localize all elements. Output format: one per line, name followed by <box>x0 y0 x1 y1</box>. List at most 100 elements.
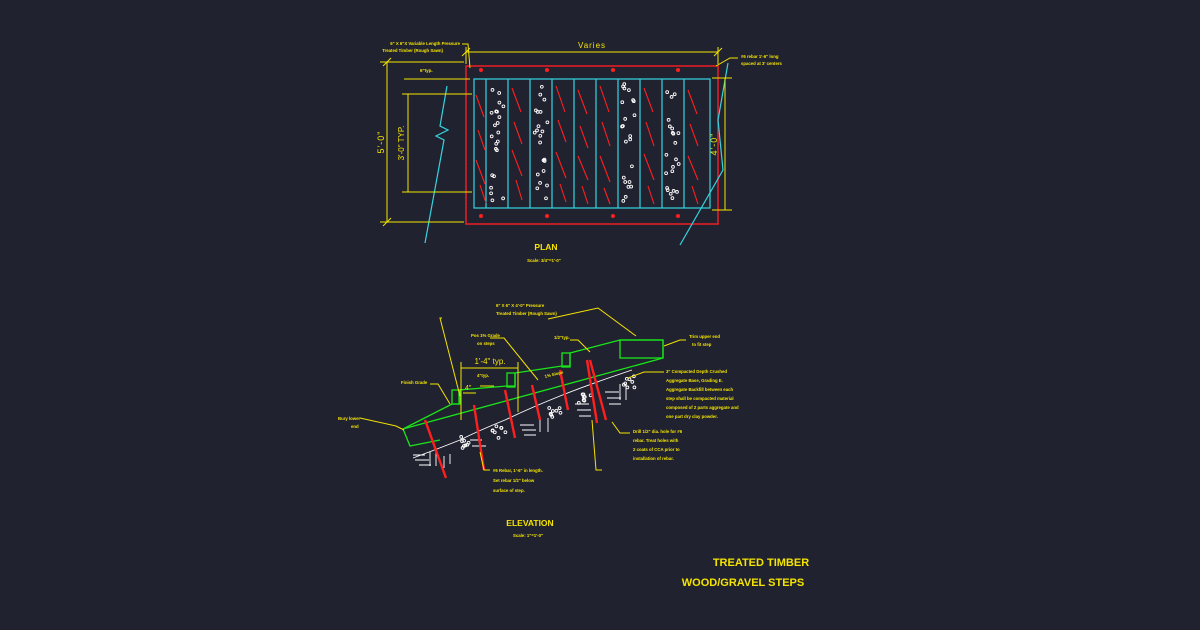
gravel-dot <box>582 398 587 403</box>
plan-step-dividers <box>485 79 685 208</box>
elevation-rebar <box>423 359 608 479</box>
title-block: TREATED TIMBER WOOD/GRAVEL STEPS <box>682 557 809 589</box>
elev-note-grade-2: on steps <box>477 341 495 346</box>
gravel-dot <box>630 164 634 169</box>
gravel-dot <box>496 436 501 440</box>
plan-inner-frame <box>473 78 711 209</box>
elev-note-bury-1: Bury lower <box>338 416 361 421</box>
gravel-dot <box>623 180 628 184</box>
gravel-dot <box>625 385 630 390</box>
gravel-dot <box>489 185 493 190</box>
elev-note-rebar-1: #6 Rebar, 1'-6" in length. <box>493 468 543 473</box>
elev-note-slope: 1% Slope <box>544 369 564 379</box>
gravel-dot <box>535 110 540 114</box>
gravel-dot <box>673 141 678 145</box>
elev-note-rebar-3: surface of step. <box>493 488 525 493</box>
plan-break-lines <box>424 62 729 246</box>
gravel-dot <box>668 191 673 196</box>
gravel-dot <box>665 186 669 190</box>
gravel-dot <box>628 137 633 142</box>
plan-dimensions <box>380 43 738 227</box>
elev-note-agg-4: step shall be compacted material <box>666 396 734 401</box>
gravel-dot <box>676 162 681 166</box>
gravel-dot <box>632 385 637 390</box>
gravel-dot <box>665 188 670 192</box>
gravel-dot <box>493 123 497 128</box>
gravel-dot <box>674 157 678 162</box>
gravel-dot <box>538 92 543 97</box>
plan-note-timber-1: 6" X 6"X Variable Length Pressure <box>390 41 460 46</box>
gravel-dot <box>622 82 627 86</box>
gravel-dot <box>489 110 494 115</box>
gravel-dot <box>621 124 625 128</box>
gravel-dot <box>462 438 466 443</box>
elev-note-trim-2: to fit step <box>692 342 712 347</box>
gravel-dot <box>495 121 500 125</box>
gravel-dot <box>490 428 495 433</box>
gravel-dot <box>463 443 468 448</box>
gravel-dot <box>542 157 547 162</box>
plan-note-rebar-1: #6 rebar 1'-6" long <box>741 54 779 59</box>
gravel-dot <box>535 186 540 191</box>
gravel-dot <box>675 190 679 194</box>
elev-note-trim-1: Trim upper end <box>689 334 720 339</box>
gravel-dot <box>670 169 675 174</box>
plan-view: Varies 5'-0" 3'-0" TYP. 4'-0" 6"typ. 6" … <box>376 41 783 263</box>
gravel-dot <box>620 100 625 105</box>
gravel-dot <box>623 117 628 121</box>
gravel-dot <box>576 401 581 405</box>
elev-note-drill: Drill 1/2" dia. hole for #6 rebar. Treat… <box>633 429 683 461</box>
elev-note-drill-1: Drill 1/2" dia. hole for #6 <box>633 429 683 434</box>
gravel-dot <box>501 196 505 201</box>
gravel-dot <box>670 126 675 131</box>
gravel-dot <box>499 426 504 430</box>
gravel-dot <box>544 196 548 201</box>
plan-note-timber-2: Treated Timber (Rough Sawn) <box>382 48 443 53</box>
title-line-2: WOOD/GRAVEL STEPS <box>682 577 804 589</box>
gravel-dot <box>630 380 635 384</box>
gravel-dot <box>581 394 586 399</box>
gravel-dot <box>557 406 562 410</box>
plan-rebar-markers <box>479 68 680 218</box>
gravel-dot <box>624 139 628 144</box>
gravel-dot <box>541 169 546 173</box>
gravel-dot <box>624 376 629 381</box>
gravel-dot <box>664 152 669 157</box>
gravel-dot <box>490 88 495 92</box>
gravel-dot <box>535 172 540 177</box>
gravel-dot <box>545 120 550 125</box>
plan-gravel <box>489 82 681 203</box>
gravel-dot <box>667 124 672 129</box>
gravel-dot <box>535 128 539 133</box>
elevation-leaders <box>359 307 686 471</box>
gravel-dot <box>532 130 537 135</box>
gravel-dot <box>666 118 671 122</box>
title-line-1: TREATED TIMBER <box>713 557 809 569</box>
elev-note-agg-3: Aggregate Backfill between each <box>666 387 733 392</box>
gravel-dot <box>672 92 677 97</box>
gravel-dot <box>460 439 464 444</box>
elev-note-timber-2: Treated Timber (Rough Sawn) <box>496 311 557 316</box>
elev-note-agg-1: 3" Compacted Depth Crushed <box>666 369 727 374</box>
gravel-dot <box>664 171 668 176</box>
gravel-dot <box>545 183 549 188</box>
elevation-title: ELEVATION <box>506 518 553 528</box>
gravel-dot <box>558 410 563 415</box>
gravel-dot <box>539 84 544 89</box>
elev-dim-4: 4" <box>465 385 472 392</box>
elev-note-grade-1: Pos 1% Grade <box>471 333 501 338</box>
gravel-dot <box>629 184 634 189</box>
elev-dim-14typ: 1'-4" typ. <box>474 357 505 366</box>
elev-note-bury-2: end <box>351 424 359 429</box>
gravel-dot <box>669 95 674 99</box>
gravel-dot <box>538 133 543 138</box>
gravel-dot <box>621 199 626 203</box>
plan-note-rebar-2: spaced at 3' centers <box>741 61 783 66</box>
gravel-dot <box>550 415 555 419</box>
elev-note-drill-2: rebar. Treat holes with <box>633 438 679 443</box>
elevation-view: 6" X 6" X 4'-0" Pressure Treated Timber … <box>338 303 739 538</box>
elev-dim-4typ: 4"typ. <box>477 373 489 378</box>
plan-title: PLAN <box>534 242 557 252</box>
gravel-dot <box>495 139 500 144</box>
